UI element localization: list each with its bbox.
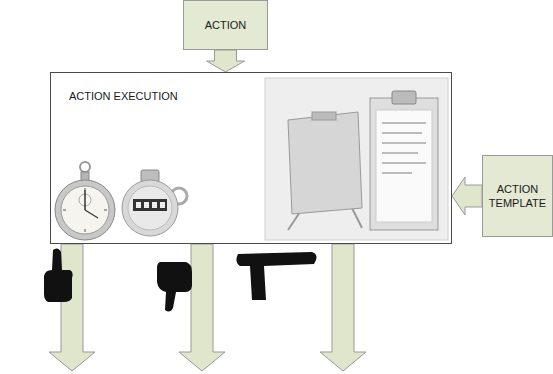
easel-clipboard [288, 112, 362, 214]
clipboard-clip [312, 112, 336, 120]
hand-signs [44, 248, 317, 311]
counter-window [133, 199, 167, 211]
thumbs-down [157, 262, 192, 312]
outcome-arrows [49, 244, 366, 371]
tally-counter [122, 170, 187, 236]
timeout-hand [236, 252, 316, 300]
clipboards [265, 78, 448, 240]
template-box: ACTION TEMPLATE [482, 155, 553, 237]
block-arrow [207, 50, 245, 72]
box-label: ACTION EXECUTION [69, 89, 178, 103]
counter-wheel [152, 202, 157, 208]
counter-wheel [136, 202, 141, 208]
thumbs-up [44, 248, 73, 302]
paper-line [382, 152, 418, 154]
tick [63, 210, 66, 211]
paper-line [382, 142, 426, 144]
counter-face [128, 186, 172, 230]
stopwatch-face [61, 186, 109, 234]
block-arrow [452, 177, 482, 215]
tick [104, 210, 107, 211]
box-label: ACTION [205, 18, 247, 32]
tick [85, 188, 86, 191]
paper-line [382, 162, 426, 164]
stopwatch-hand [85, 210, 98, 218]
execution-box: ACTION EXECUTION [50, 72, 452, 244]
box-ground [50, 72, 452, 244]
stopwatch [55, 162, 115, 240]
paper-line [382, 122, 426, 124]
photo-panel [265, 78, 448, 240]
block-arrow [320, 244, 366, 371]
paper-line [382, 172, 412, 174]
stopwatch-case [55, 180, 115, 240]
easel-leg [288, 212, 300, 230]
counter-wheel [144, 202, 149, 208]
clipboard-board [370, 98, 438, 230]
paper-line [382, 132, 422, 134]
clipboard-clip [392, 91, 416, 104]
counter-wheel [160, 202, 165, 208]
box-label: ACTION TEMPLATE [487, 182, 548, 211]
clipboard-paper [376, 110, 432, 222]
tick [85, 229, 86, 232]
stopwatch-ring [80, 162, 90, 172]
stopwatch-hand [84, 190, 86, 210]
counter-body [122, 180, 178, 236]
input-box: ACTION [183, 0, 268, 50]
easel-leg [352, 208, 362, 228]
